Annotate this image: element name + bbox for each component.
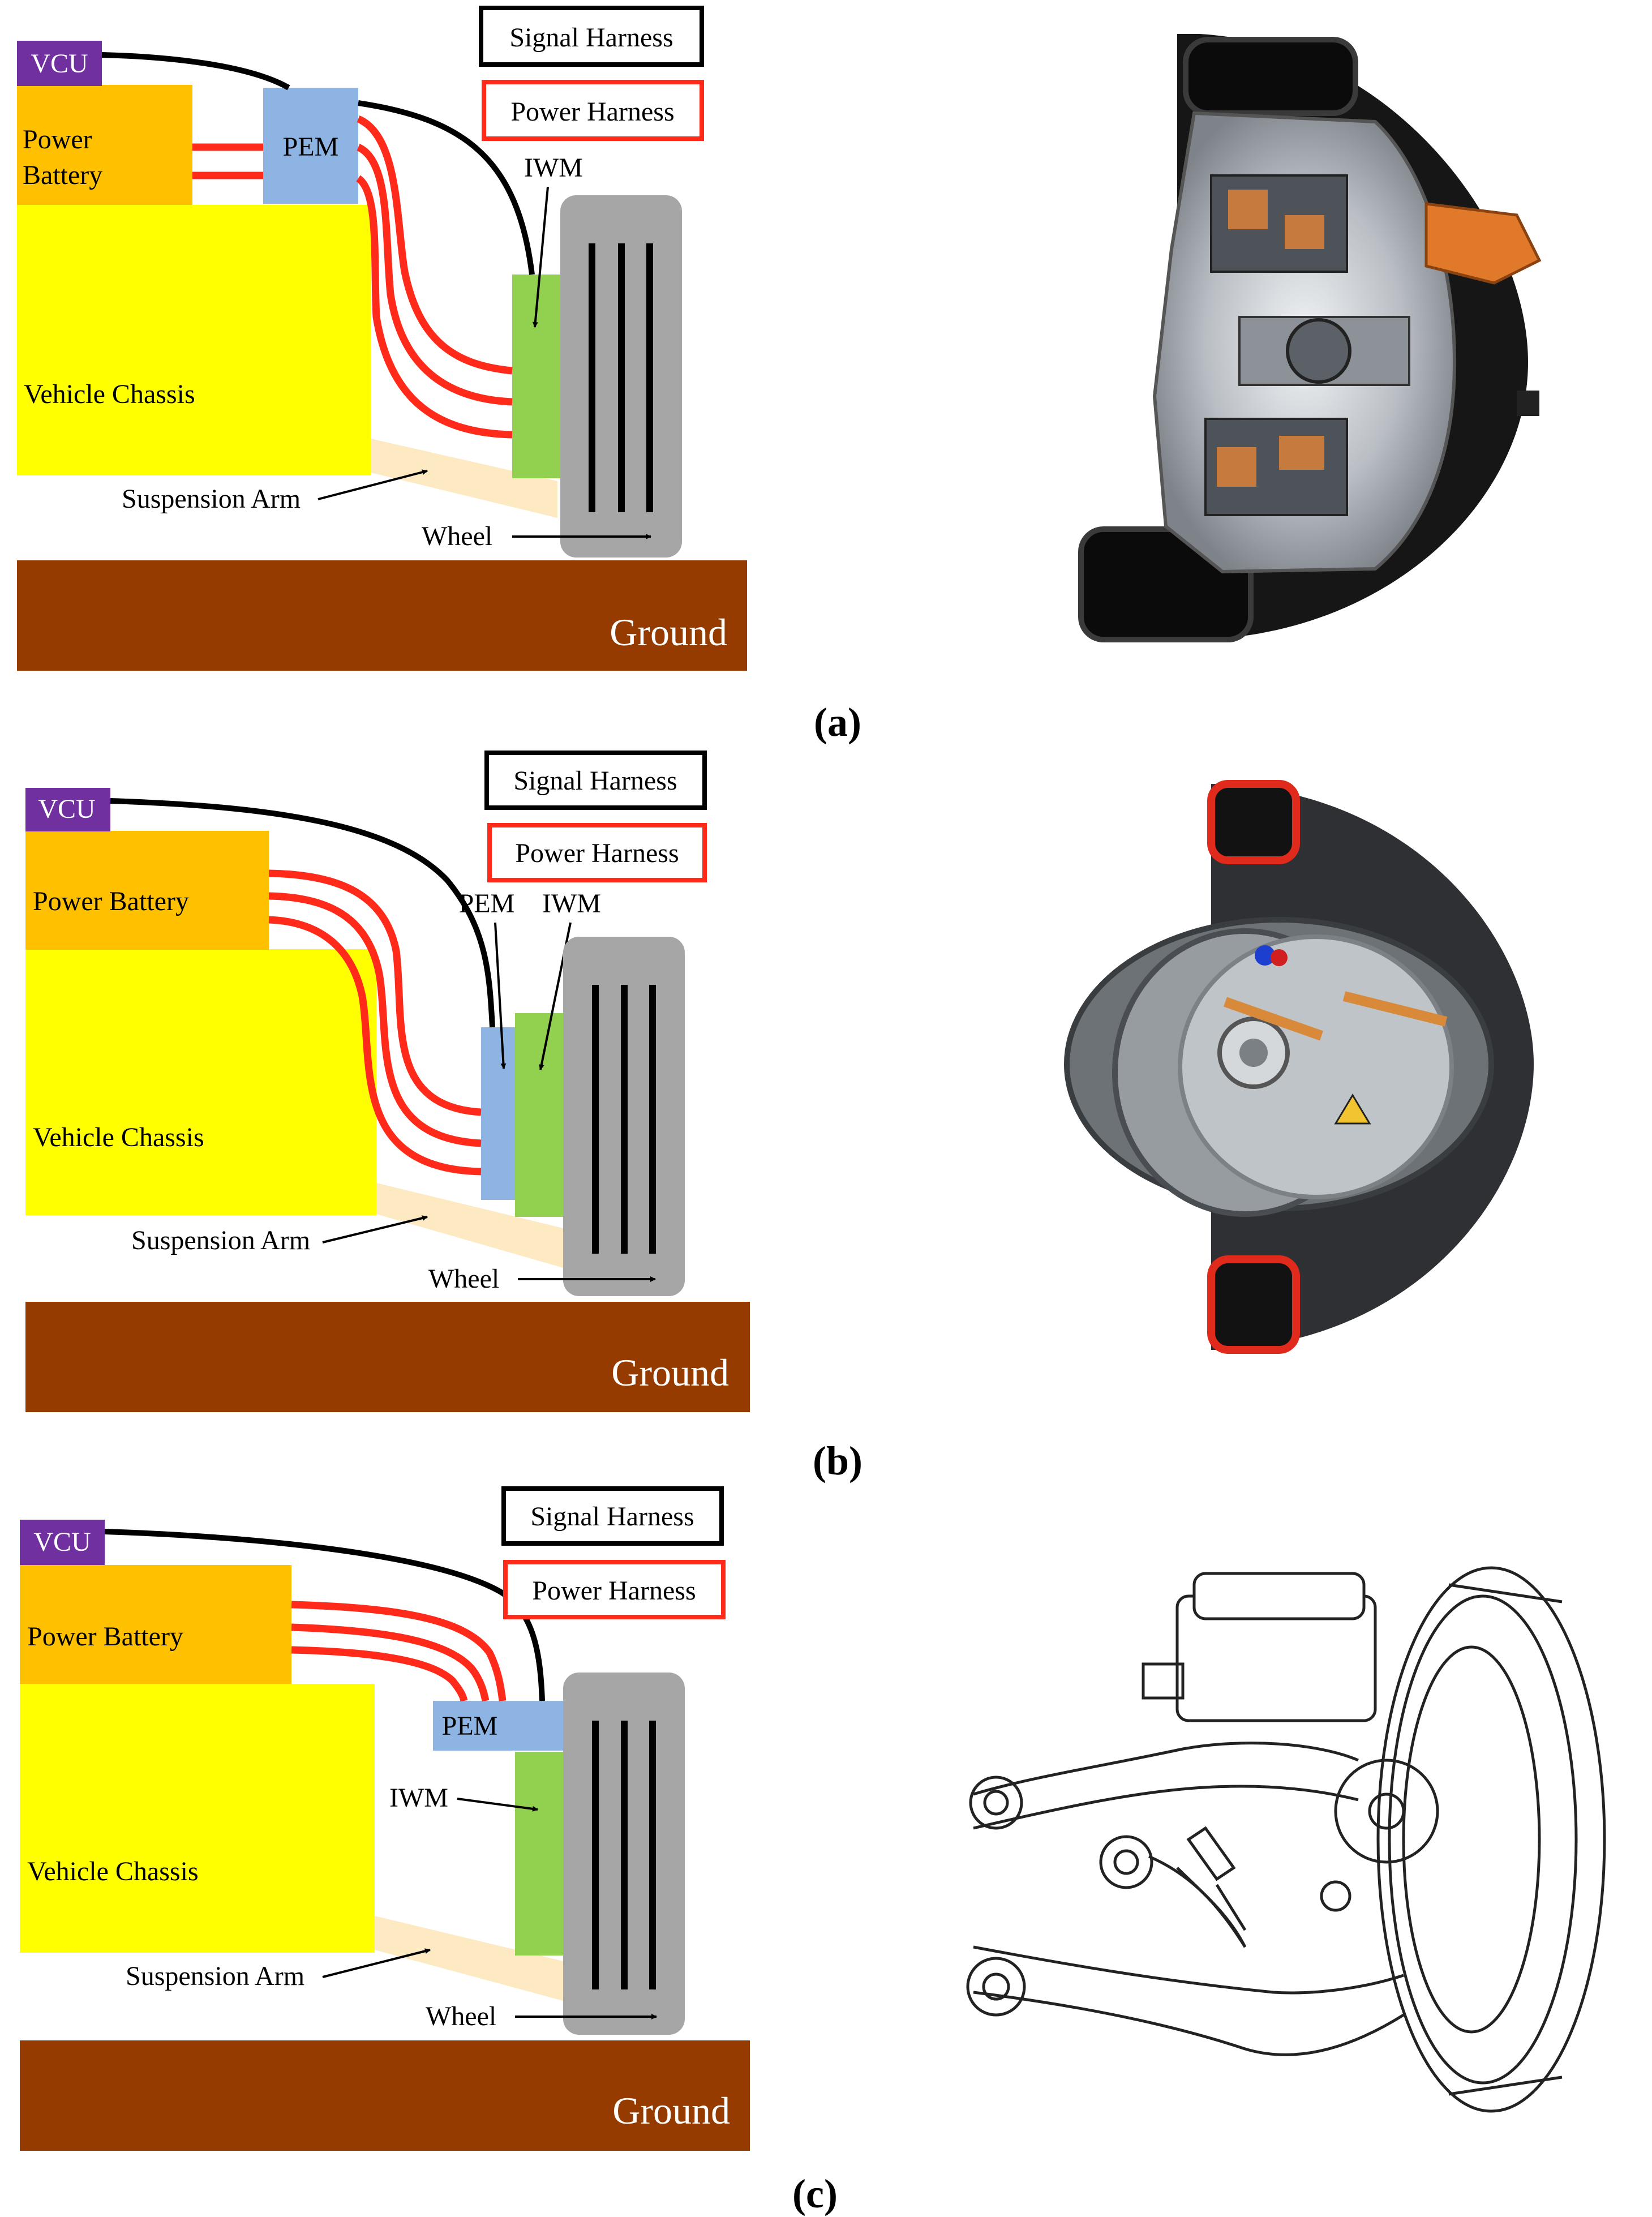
power-battery-label: Power Battery (27, 1622, 183, 1652)
pem-box (433, 1701, 563, 1751)
signal-harness-line (104, 1529, 545, 1701)
iwm-arrow (532, 186, 549, 328)
legend-power-box (487, 823, 707, 882)
vcu-box (17, 41, 102, 86)
power-battery (25, 831, 269, 950)
ground (17, 560, 747, 671)
legend-power-box (482, 80, 704, 141)
wheel-treads (592, 1721, 656, 1989)
pem-arrow (494, 922, 507, 1069)
ground (25, 1302, 750, 1412)
wheel-treads (592, 985, 656, 1254)
signal-harness-line (110, 798, 495, 1028)
pem-label: PEM (283, 132, 339, 162)
panel-b: Ground Vehicle Chassis Power Battery VCU… (25, 751, 1534, 1483)
suspension-line-drawing-image (966, 1566, 1606, 2113)
legend-signal-label: Signal Harness (513, 766, 677, 796)
vehicle-chassis (25, 949, 376, 1215)
wheel-treads (589, 243, 653, 512)
signal-harness-lines (101, 52, 535, 275)
vcu-box (25, 788, 110, 831)
power-battery-label-line1: Power (23, 125, 92, 155)
power-battery (17, 85, 192, 205)
pem-box (263, 88, 358, 204)
caption-b: (b) (813, 1438, 863, 1483)
vehicle-chassis (20, 1684, 375, 1953)
power-harness-lines (291, 1601, 507, 1702)
legend-signal-label: Signal Harness (530, 1502, 694, 1532)
iwm-box (515, 1752, 563, 1956)
iwm-box (515, 1013, 563, 1217)
iwm-arrow (457, 1798, 538, 1812)
vehicle-chassis (17, 205, 371, 475)
power-battery-label-line2: Battery (23, 160, 102, 190)
vehicle-chassis-label: Vehicle Chassis (33, 1122, 204, 1152)
pem-box (481, 1027, 515, 1200)
wheel-label: Wheel (422, 521, 492, 551)
suspension-arm (371, 439, 557, 518)
suspension-arm-label: Suspension Arm (126, 1961, 304, 1991)
panel-c: Ground Vehicle Chassis Power Battery VCU… (20, 1486, 1606, 2216)
suspension-arm (376, 1183, 563, 1268)
panel-a: Ground Vehicle Chassis Power Battery VCU… (17, 6, 1542, 745)
iwm-label: IWM (524, 153, 583, 183)
vcu-box (20, 1520, 105, 1565)
legend-signal-box (479, 6, 704, 67)
legend-power-label: Power Harness (510, 97, 674, 127)
suspension-arm-label: Suspension Arm (131, 1225, 310, 1255)
suspension-arm-label: Suspension Arm (122, 484, 301, 514)
iwm-label: IWM (542, 889, 601, 919)
ground-label: Ground (611, 1351, 729, 1394)
suspension-arm-arrow (317, 469, 428, 500)
in-wheel-motor-with-tire-image (1064, 780, 1534, 1354)
legend-signal-label: Signal Harness (509, 23, 673, 53)
legend-power-label: Power Harness (532, 1576, 696, 1606)
caption-a: (a) (814, 700, 861, 745)
vehicle-chassis-label: Vehicle Chassis (24, 379, 195, 409)
legend-power-box (503, 1560, 726, 1619)
in-wheel-motor-cutaway-image (1078, 34, 1542, 642)
vcu-label: VCU (38, 794, 95, 824)
vehicle-chassis-label: Vehicle Chassis (27, 1856, 199, 1886)
ground-label: Ground (612, 2089, 730, 2132)
power-harness-lines (268, 869, 482, 1176)
vcu-label: VCU (31, 49, 88, 79)
wheel-label: Wheel (428, 1264, 499, 1294)
power-battery-label: Power Battery (33, 886, 189, 916)
suspension-arm (375, 1916, 563, 2001)
caption-c: (c) (792, 2171, 838, 2216)
power-battery (20, 1565, 291, 1684)
legend-power-label: Power Harness (515, 838, 679, 868)
suspension-arm-arrow (322, 1948, 431, 1978)
ground-label: Ground (610, 611, 727, 654)
legend-signal-box (484, 751, 707, 810)
iwm-label: IWM (389, 1783, 448, 1813)
suspension-arm-arrow (322, 1215, 428, 1243)
legend-signal-box (501, 1486, 724, 1546)
wheel-label: Wheel (426, 2001, 496, 2031)
ground (20, 2040, 750, 2151)
pem-label: PEM (442, 1711, 498, 1741)
power-harness-lines (192, 115, 513, 439)
vcu-label: VCU (33, 1527, 91, 1557)
